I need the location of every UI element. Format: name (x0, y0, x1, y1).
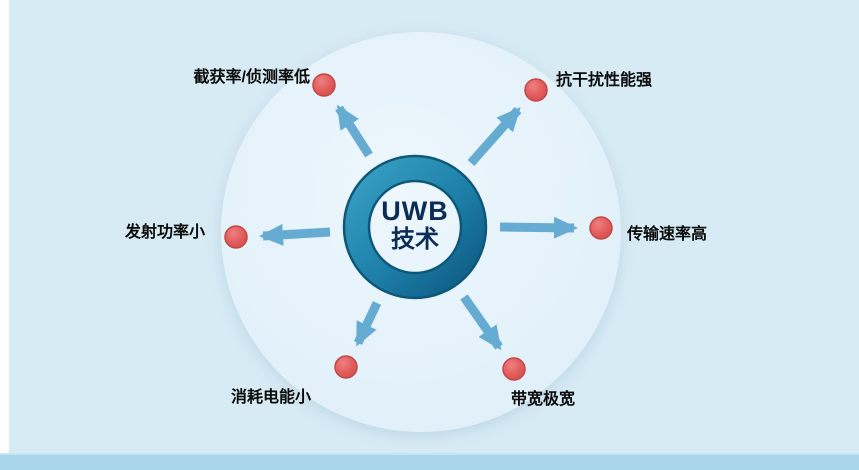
center-title-line1: UWB (381, 196, 449, 226)
spoke-label-top-right: 抗干扰性能强 (556, 72, 653, 89)
spoke-arrow-right (499, 216, 578, 239)
bottom-border-band (0, 453, 859, 470)
spoke-dot-bottom-right (502, 357, 526, 381)
spoke-arrow-top-left (335, 104, 373, 158)
spoke-dot-top-left (312, 73, 336, 97)
spoke-label-left: 发射功率小 (124, 224, 205, 241)
spoke-label-bottom-right: 带宽极宽 (511, 391, 576, 408)
spoke-dot-top-right (524, 78, 548, 102)
spoke-label-bottom-left: 消耗电能小 (231, 389, 312, 406)
center-title: UWB 技术 (355, 196, 475, 260)
spoke-arrow-bottom-right (460, 294, 503, 351)
spoke-dot-bottom-left (334, 355, 358, 379)
spoke-arrow-bottom-left (353, 301, 382, 347)
center-title-line2: 技术 (391, 226, 439, 253)
spoke-dot-left (224, 225, 248, 249)
center-ring (342, 154, 488, 300)
spoke-label-right: 传输速率高 (627, 226, 708, 243)
spoke-dot-right (589, 216, 613, 240)
spoke-arrow-left (259, 223, 331, 246)
left-margin-strip (0, 0, 9, 470)
spoke-label-top-left: 截获率/侦测率低 (193, 69, 310, 86)
spoke-arrow-top-right (467, 107, 522, 166)
